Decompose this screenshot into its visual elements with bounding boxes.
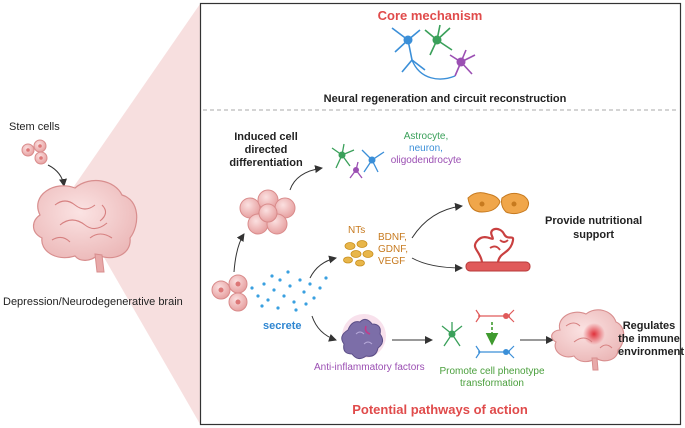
- stem-to-brain-arrow: [47, 164, 67, 187]
- blood-vessel-icon: [465, 227, 531, 272]
- immune-label-line-2: the immune: [618, 333, 680, 345]
- stem-cells-group-icon: [211, 274, 248, 312]
- arrow-to-differentiation: [289, 165, 323, 191]
- factor-gdnf: GDNF,: [378, 244, 408, 255]
- factors-label: BDNF, GDNF, VEGF: [378, 232, 408, 268]
- glial-cells-icon: [467, 192, 530, 215]
- oligodendrocyte-label: oligodendrocyte: [390, 155, 462, 166]
- differentiated-cells-icon: [331, 143, 385, 179]
- secrete-label: secrete: [263, 320, 302, 332]
- immune-label-line-1: Regulates: [622, 320, 676, 332]
- phenotype-label-line-1: Promote cell phenotype: [439, 366, 545, 377]
- anti-inflammatory-icon: [341, 314, 386, 360]
- phenotype-cells-icon: [441, 309, 515, 359]
- arrow-to-nts: [309, 255, 337, 279]
- phenotype-label-line-2: transformation: [460, 378, 524, 389]
- nutrition-label: Provide nutritional support: [545, 214, 642, 242]
- brain-label: Depression/Neurodegenerative brain: [3, 296, 183, 308]
- arrow-to-vessel: [411, 257, 463, 272]
- nutrition-label-line-1: Provide nutritional: [545, 215, 643, 227]
- immune-brain-icon: [551, 309, 625, 371]
- stem-cells-icon: [21, 139, 48, 165]
- nutrition-label-line-2: support: [573, 229, 615, 241]
- neuron-label: neuron,: [409, 143, 443, 154]
- brain-icon: [32, 179, 138, 273]
- stem-cells-label: Stem cells: [9, 121, 60, 133]
- cell-cluster-icon: [239, 189, 296, 235]
- induced-label-line-2: directed: [244, 144, 288, 156]
- nts-label: NTs: [348, 225, 366, 236]
- induced-label-line-1: Induced cell: [234, 131, 298, 143]
- arrow-to-anti-inflammatory: [311, 315, 337, 342]
- pathways-title: Potential pathways of action: [352, 402, 528, 417]
- phenotype-label: Promote cell phenotype transformation: [432, 366, 552, 390]
- immune-label-line-3: environment: [618, 346, 685, 358]
- cell-types-label: Astrocyte, neuron, oligodendrocyte: [386, 131, 466, 167]
- core-mechanism-subtitle: Neural regeneration and circuit reconstr…: [323, 93, 567, 105]
- arrow-to-glia-cells: [411, 202, 463, 239]
- secreted-particles: [250, 270, 328, 312]
- anti-inflammatory-label: Anti-inflammatory factors: [314, 362, 425, 373]
- core-neurons-icon: [391, 24, 476, 80]
- arrow-to-cluster: [233, 233, 245, 273]
- core-mechanism-title: Core mechanism: [377, 8, 483, 23]
- induced-label-line-3: differentiation: [229, 157, 303, 169]
- factor-vegf: VEGF: [378, 256, 406, 267]
- factor-bdnf: BDNF,: [378, 232, 407, 243]
- nts-granules-icon: [343, 240, 374, 267]
- immune-label: Regulates the immune environment: [618, 320, 685, 359]
- astrocyte-label: Astrocyte,: [403, 131, 449, 142]
- induced-differentiation-label: Induced cell directed differentiation: [220, 131, 312, 170]
